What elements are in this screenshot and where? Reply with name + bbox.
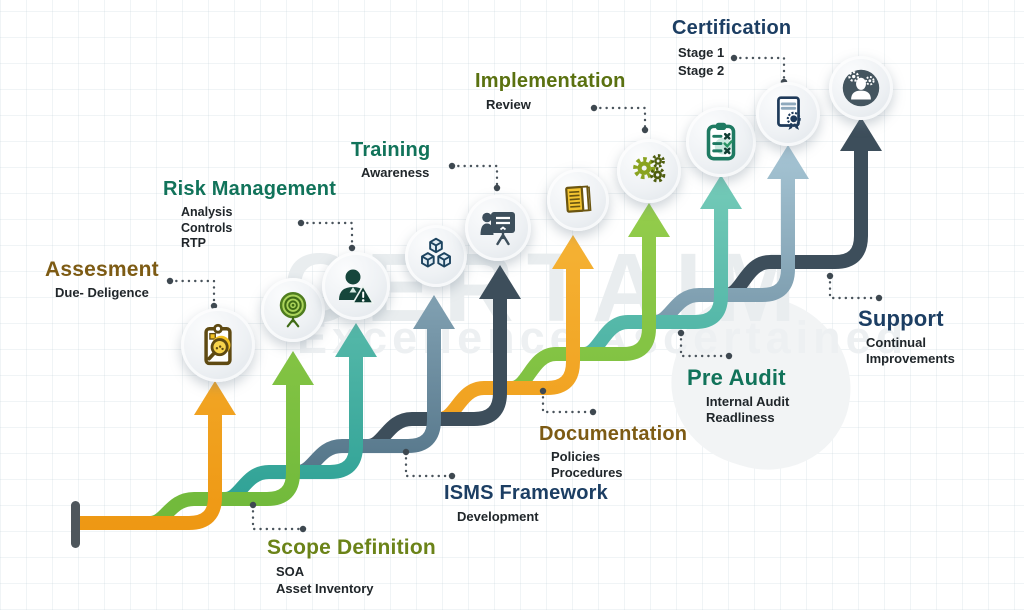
label-assessment: Assesment Due- Deligence [45, 258, 159, 300]
step-subtitle: Review [486, 97, 531, 112]
step-title: Pre Audit [687, 365, 786, 390]
clipboard-audit-icon [181, 308, 255, 382]
connector-support [828, 274, 881, 300]
step-subtitle: Awareness [361, 165, 430, 180]
step-subtitle: Asset Inventory [276, 581, 374, 596]
step-title: Certification [672, 17, 792, 39]
step-subtitle: Improvements [866, 351, 955, 366]
connector-scope [251, 503, 305, 531]
arrow-head [479, 265, 521, 299]
step-subtitle: Procedures [551, 465, 623, 480]
step-title: Implementation [475, 70, 626, 92]
connector-assessment [168, 279, 216, 308]
documents-icon [547, 169, 609, 231]
step-path-assessment [71, 381, 236, 530]
arrow-head [767, 145, 809, 179]
step-subtitle: Readliness [706, 410, 775, 425]
arrow-head [840, 117, 882, 151]
connector-implementation [592, 106, 647, 132]
label-documentation: Documentation Policies Procedures [539, 423, 687, 481]
presentation-icon [465, 195, 531, 261]
arrow-head [413, 295, 455, 329]
step-title: ISMS Framework [444, 482, 608, 504]
step-subtitle: Controls [181, 220, 233, 235]
dotted-connectors [168, 56, 881, 531]
risk-person-icon [322, 252, 390, 320]
step-path-support [719, 117, 882, 302]
cubes-icon [405, 225, 467, 287]
step-path-training [361, 265, 521, 453]
arrow-head [628, 203, 670, 237]
arrow-head [194, 381, 236, 415]
step-title: Support [858, 306, 944, 331]
label-scope-definition: Scope Definition SOA Asset Inventory [267, 536, 436, 597]
label-isms-framework: ISMS Framework Development [444, 482, 608, 524]
step-title: Documentation [539, 423, 688, 445]
connector-certification [732, 56, 786, 84]
arrow-head [552, 235, 594, 269]
connector-pre-audit [679, 331, 731, 358]
arrow-head [700, 175, 742, 209]
connector-risk [299, 221, 354, 250]
step-subtitle: Policies [551, 449, 601, 464]
connector-documentation [541, 389, 595, 414]
step-subtitle: Analysis [181, 205, 233, 219]
step-path-documentation [433, 235, 594, 426]
label-training: Training Awareness [351, 139, 430, 180]
step-subtitle: Development [457, 509, 539, 524]
step-title: Assesment [45, 258, 159, 281]
arrow-head [335, 323, 377, 357]
step-subtitle: Stage 2 [678, 63, 725, 78]
step-subtitle: Internal Audit [706, 394, 790, 409]
target-icon [261, 278, 325, 342]
step-title: Risk Management [163, 178, 337, 200]
step-path-implementation [505, 203, 670, 395]
step-title: Training [351, 139, 431, 161]
path-start-cap [71, 501, 80, 548]
label-certification: Certification Stage 1 Stage 2 [672, 17, 791, 80]
connector-isms [404, 450, 454, 478]
step-subtitle: Continual [866, 335, 926, 350]
certificate-icon [756, 82, 820, 146]
arrow-head [272, 351, 314, 385]
label-pre-audit: Pre Audit Internal Audit Readliness [687, 365, 789, 426]
checklist-icon [686, 107, 756, 177]
step-path-pre-audit [577, 175, 742, 361]
connector-training [450, 164, 499, 190]
label-support: Support Continual Improvements [858, 306, 955, 367]
step-subtitle: Due- Deligence [55, 285, 149, 300]
team-icon [829, 56, 893, 120]
gears-icon [617, 139, 681, 203]
connector-end-dots [166, 54, 883, 533]
step-subtitle: SOA [276, 564, 305, 579]
step-subtitle: Stage 1 [678, 45, 725, 60]
label-risk-management: Risk Management Analysis Controls RTP [163, 178, 336, 252]
step-subtitle: RTP [181, 236, 206, 250]
step-title: Scope Definition [267, 536, 436, 559]
label-implementation: Implementation Review [475, 70, 626, 112]
